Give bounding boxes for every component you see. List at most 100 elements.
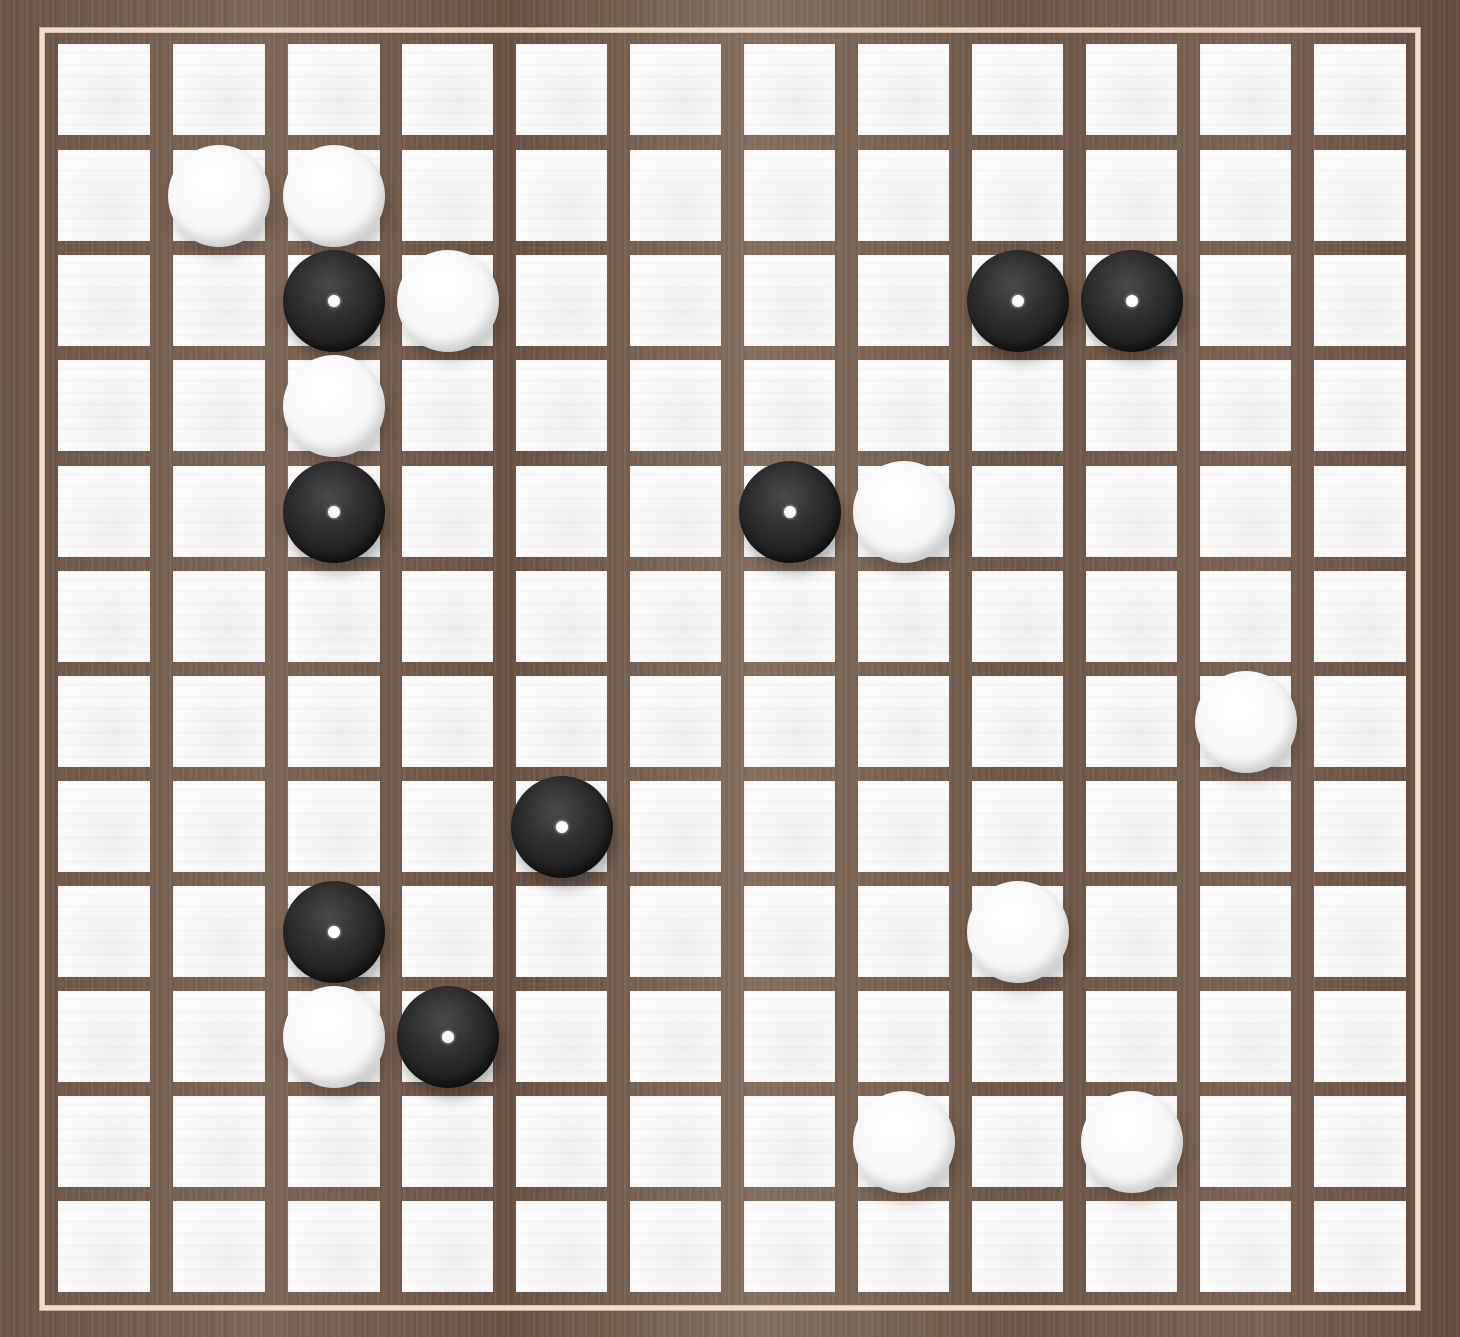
- board-cell[interactable]: [1314, 1096, 1406, 1187]
- white-stone[interactable]: [1195, 671, 1297, 773]
- board-cell[interactable]: [972, 1096, 1063, 1187]
- board-cell[interactable]: [972, 991, 1063, 1082]
- board-cell[interactable]: [858, 150, 949, 241]
- white-stone[interactable]: [283, 355, 385, 457]
- board-cell[interactable]: [630, 571, 721, 662]
- board-cell[interactable]: [858, 44, 949, 135]
- board-cell[interactable]: [972, 571, 1063, 662]
- board-cell[interactable]: [516, 150, 607, 241]
- board-cell[interactable]: [1200, 466, 1291, 557]
- board-cell[interactable]: [744, 781, 835, 872]
- black-stone[interactable]: [283, 461, 385, 563]
- board-cell[interactable]: [58, 150, 150, 241]
- board-cell[interactable]: [1200, 360, 1291, 451]
- black-stone[interactable]: [397, 986, 499, 1088]
- board-cell[interactable]: [1086, 991, 1177, 1082]
- board-cell[interactable]: [58, 886, 150, 977]
- board-cell[interactable]: [516, 1201, 607, 1292]
- board-cell[interactable]: [173, 781, 265, 872]
- board-cell[interactable]: [58, 991, 150, 1082]
- board-cell[interactable]: [744, 1096, 835, 1187]
- board-cell[interactable]: [58, 1096, 150, 1187]
- board-cell[interactable]: [516, 360, 607, 451]
- board-cell[interactable]: [288, 571, 380, 662]
- board-cell[interactable]: [402, 466, 493, 557]
- board-cell[interactable]: [630, 991, 721, 1082]
- white-stone[interactable]: [283, 145, 385, 247]
- board-cell[interactable]: [58, 676, 150, 767]
- board-cell[interactable]: [858, 1201, 949, 1292]
- board-cell[interactable]: [516, 571, 607, 662]
- black-stone[interactable]: [511, 776, 613, 878]
- white-stone[interactable]: [397, 250, 499, 352]
- board-cell[interactable]: [516, 255, 607, 346]
- board-cell[interactable]: [630, 44, 721, 135]
- board-cell[interactable]: [630, 255, 721, 346]
- white-stone[interactable]: [168, 145, 270, 247]
- board-cell[interactable]: [173, 44, 265, 135]
- black-stone[interactable]: [739, 461, 841, 563]
- board-cell[interactable]: [1086, 676, 1177, 767]
- white-stone[interactable]: [967, 881, 1069, 983]
- board-cell[interactable]: [1314, 150, 1406, 241]
- board-cell[interactable]: [1200, 44, 1291, 135]
- board-cell[interactable]: [58, 1201, 150, 1292]
- board-cell[interactable]: [630, 1201, 721, 1292]
- white-stone[interactable]: [853, 1091, 955, 1193]
- board-cell[interactable]: [744, 886, 835, 977]
- board-cell[interactable]: [402, 1096, 493, 1187]
- board-cell[interactable]: [858, 991, 949, 1082]
- board-cell[interactable]: [972, 466, 1063, 557]
- board-cell[interactable]: [402, 150, 493, 241]
- board-cell[interactable]: [858, 360, 949, 451]
- board-cell[interactable]: [516, 466, 607, 557]
- board-cell[interactable]: [58, 781, 150, 872]
- board-cell[interactable]: [972, 44, 1063, 135]
- board-cell[interactable]: [288, 781, 380, 872]
- board-cell[interactable]: [173, 255, 265, 346]
- board-cell[interactable]: [1086, 360, 1177, 451]
- board-cell[interactable]: [1086, 150, 1177, 241]
- board-cell[interactable]: [630, 1096, 721, 1187]
- board-cell[interactable]: [1314, 255, 1406, 346]
- board-cell[interactable]: [1200, 886, 1291, 977]
- board-cell[interactable]: [858, 781, 949, 872]
- board-cell[interactable]: [1200, 571, 1291, 662]
- board-cell[interactable]: [516, 44, 607, 135]
- board-cell[interactable]: [630, 886, 721, 977]
- board-cell[interactable]: [744, 676, 835, 767]
- board-cell[interactable]: [858, 886, 949, 977]
- board-cell[interactable]: [1200, 781, 1291, 872]
- board-cell[interactable]: [1200, 1201, 1291, 1292]
- board-cell[interactable]: [402, 1201, 493, 1292]
- board-cell[interactable]: [630, 676, 721, 767]
- board-cell[interactable]: [744, 44, 835, 135]
- board-cell[interactable]: [173, 1096, 265, 1187]
- board-cell[interactable]: [1086, 781, 1177, 872]
- board-cell[interactable]: [1314, 991, 1406, 1082]
- board-cell[interactable]: [1086, 886, 1177, 977]
- board-cell[interactable]: [630, 360, 721, 451]
- board-cell[interactable]: [173, 466, 265, 557]
- board-cell[interactable]: [58, 44, 150, 135]
- black-stone[interactable]: [283, 250, 385, 352]
- board-cell[interactable]: [972, 360, 1063, 451]
- board-cell[interactable]: [58, 571, 150, 662]
- board-cell[interactable]: [1200, 150, 1291, 241]
- board-cell[interactable]: [1314, 676, 1406, 767]
- board-cell[interactable]: [1314, 466, 1406, 557]
- board-cell[interactable]: [1086, 1201, 1177, 1292]
- board-cell[interactable]: [402, 44, 493, 135]
- board-cell[interactable]: [402, 781, 493, 872]
- board-cell[interactable]: [173, 360, 265, 451]
- board-cell[interactable]: [516, 1096, 607, 1187]
- board-cell[interactable]: [288, 1201, 380, 1292]
- board-cell[interactable]: [402, 676, 493, 767]
- board-cell[interactable]: [173, 886, 265, 977]
- board-cell[interactable]: [744, 1201, 835, 1292]
- board-cell[interactable]: [1200, 1096, 1291, 1187]
- board-cell[interactable]: [972, 1201, 1063, 1292]
- board-cell[interactable]: [402, 571, 493, 662]
- board-cell[interactable]: [1200, 991, 1291, 1082]
